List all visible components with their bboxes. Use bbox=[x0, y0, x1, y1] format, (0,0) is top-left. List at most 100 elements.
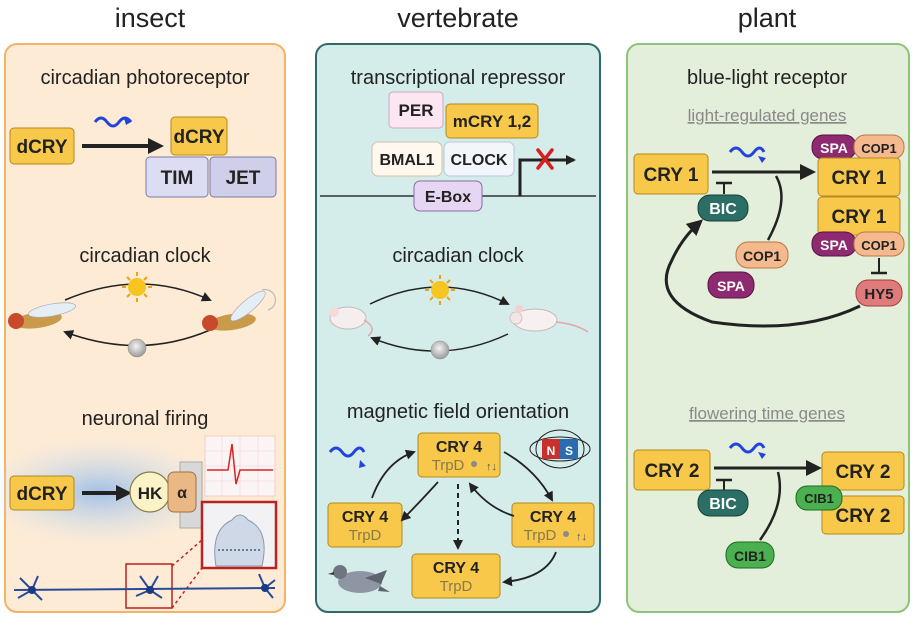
cry4-left-box bbox=[327, 502, 403, 548]
bic-label: BIC bbox=[709, 201, 737, 218]
cry2-box bbox=[633, 449, 711, 491]
vertebrate-section-repressor: transcriptional repressor bbox=[351, 67, 566, 89]
magnet-icon: N S bbox=[529, 429, 591, 469]
mcry-label: mCRY 1,2 bbox=[453, 112, 531, 131]
spa-top-label: SPA bbox=[820, 140, 848, 156]
fly-icon-right bbox=[202, 288, 277, 331]
cib1-line bbox=[758, 471, 782, 541]
arrow-right-to-bottom bbox=[502, 551, 557, 587]
bic-pill bbox=[697, 194, 749, 222]
plant-section-light-genes: light-regulated genes bbox=[688, 106, 847, 125]
magnet-s-label: S bbox=[565, 444, 573, 458]
cry4-bottom-box bbox=[411, 553, 501, 599]
cry4-left-label: CRY 4 bbox=[342, 509, 388, 526]
cry4-left-trpd: TrpD bbox=[349, 527, 382, 544]
alpha-channel bbox=[167, 471, 197, 513]
cry2-second-label: CRY 2 bbox=[836, 506, 891, 527]
tim-label: TIM bbox=[161, 168, 194, 189]
ebox-label: E-Box bbox=[425, 189, 471, 206]
cop1-free-label: COP1 bbox=[743, 248, 781, 264]
spin-icon-top: ↑↓ bbox=[486, 461, 497, 473]
per-box bbox=[388, 91, 444, 129]
column-title-insect: insect bbox=[115, 3, 186, 33]
alpha-label: α bbox=[177, 485, 187, 502]
dcry-neuron-box bbox=[9, 475, 75, 511]
spin-icon-right: ↑↓ bbox=[576, 531, 587, 543]
neuron-chain bbox=[13, 573, 276, 601]
cry4-bottom-label: CRY 4 bbox=[433, 560, 479, 577]
cib1-bound-pill bbox=[795, 485, 843, 511]
cib1-free-pill bbox=[725, 541, 775, 569]
bic2-label: BIC bbox=[709, 496, 737, 513]
hy5-label: HY5 bbox=[864, 286, 893, 303]
blue-light-arrowhead bbox=[124, 118, 131, 125]
cry1-box bbox=[633, 153, 709, 195]
vertebrate-panel: transcriptional repressor PER mCRY 1,2 B… bbox=[315, 43, 601, 613]
column-title-vertebrate: vertebrate bbox=[397, 3, 519, 33]
dcry-complex-label: dCRY bbox=[173, 127, 224, 148]
arrow-left-to-top bbox=[371, 449, 416, 499]
bmal1-label: BMAL1 bbox=[379, 152, 434, 169]
sun-icon bbox=[122, 272, 152, 302]
cry2-active-box bbox=[821, 451, 905, 491]
pigeon-icon bbox=[328, 565, 390, 593]
insect-section-neuronal: neuronal firing bbox=[82, 408, 209, 430]
spa-bottom-label: SPA bbox=[820, 237, 848, 253]
dcry-label: dCRY bbox=[16, 137, 67, 158]
blue-light-icon-vertebrate bbox=[328, 446, 366, 458]
cry2-active-label: CRY 2 bbox=[836, 462, 891, 483]
ebox-box bbox=[413, 180, 483, 212]
plant-panel: blue-light receptor light-regulated gene… bbox=[626, 43, 910, 613]
insect-panel: circadian photoreceptor dCRY dCRY TIM JE… bbox=[0, 43, 286, 613]
cib1-bound-label: CIB1 bbox=[804, 491, 834, 506]
hy5-pill bbox=[855, 279, 903, 307]
blue-light-icon-plant1 bbox=[728, 146, 766, 158]
cry4-top-trpd: TrpD bbox=[432, 457, 465, 474]
synapse-origin-box bbox=[125, 563, 173, 609]
cop1-top-label: COP1 bbox=[861, 141, 896, 156]
hk-label: HK bbox=[138, 484, 163, 503]
clock-box bbox=[443, 141, 515, 177]
mouse-icon-sleeping bbox=[329, 306, 373, 337]
dcry-neuron-label: dCRY bbox=[16, 484, 67, 505]
dcry-complex-box bbox=[170, 116, 228, 156]
synapse-terminal bbox=[214, 514, 265, 567]
spa-free-label: SPA bbox=[717, 278, 745, 294]
vertebrate-section-magnetic: magnetic field orientation bbox=[347, 401, 569, 423]
cry4-top-label: CRY 4 bbox=[436, 439, 482, 456]
tim-box bbox=[145, 156, 209, 198]
cry4-right-trpd: TrpD bbox=[524, 527, 557, 544]
mouse-icon-awake bbox=[509, 305, 589, 333]
mcry-box bbox=[445, 103, 539, 139]
arrow-top-to-left bbox=[400, 481, 439, 522]
cry4-right-box bbox=[511, 502, 595, 548]
cry1-inactive-label: CRY 1 bbox=[832, 207, 887, 228]
moon-icon-vertebrate bbox=[430, 340, 450, 360]
insect-section-clock: circadian clock bbox=[79, 245, 211, 267]
sun-icon-vertebrate bbox=[425, 275, 455, 305]
bmal1-box bbox=[371, 141, 443, 177]
arrow-top-to-right bbox=[503, 451, 553, 502]
cry4-right-label: CRY 4 bbox=[530, 509, 576, 526]
jet-label: JET bbox=[226, 168, 261, 189]
plant-section-flowering-genes: flowering time genes bbox=[689, 404, 845, 423]
magnet-n-label: N bbox=[547, 444, 556, 458]
bic2-pill bbox=[697, 489, 749, 517]
cry1-label: CRY 1 bbox=[644, 165, 699, 186]
cop1-bottom-pill bbox=[853, 231, 905, 257]
repression-x-icon bbox=[536, 148, 554, 170]
dcry-box bbox=[9, 127, 75, 165]
fly-icon-left bbox=[8, 302, 77, 329]
cop1-bottom-label: COP1 bbox=[861, 238, 896, 253]
insect-section-photoreceptor: circadian photoreceptor bbox=[40, 67, 249, 89]
cry1-active-box bbox=[817, 157, 901, 197]
cry2-label: CRY 2 bbox=[645, 461, 700, 482]
jet-box bbox=[209, 156, 277, 198]
column-title-plant: plant bbox=[738, 3, 797, 33]
cry4-top-box bbox=[417, 432, 501, 478]
cib1-free-label: CIB1 bbox=[734, 548, 766, 564]
spa-free-pill bbox=[707, 271, 755, 299]
arrow-right-to-top bbox=[468, 482, 515, 517]
cop1-inhibition-line bbox=[766, 175, 783, 241]
